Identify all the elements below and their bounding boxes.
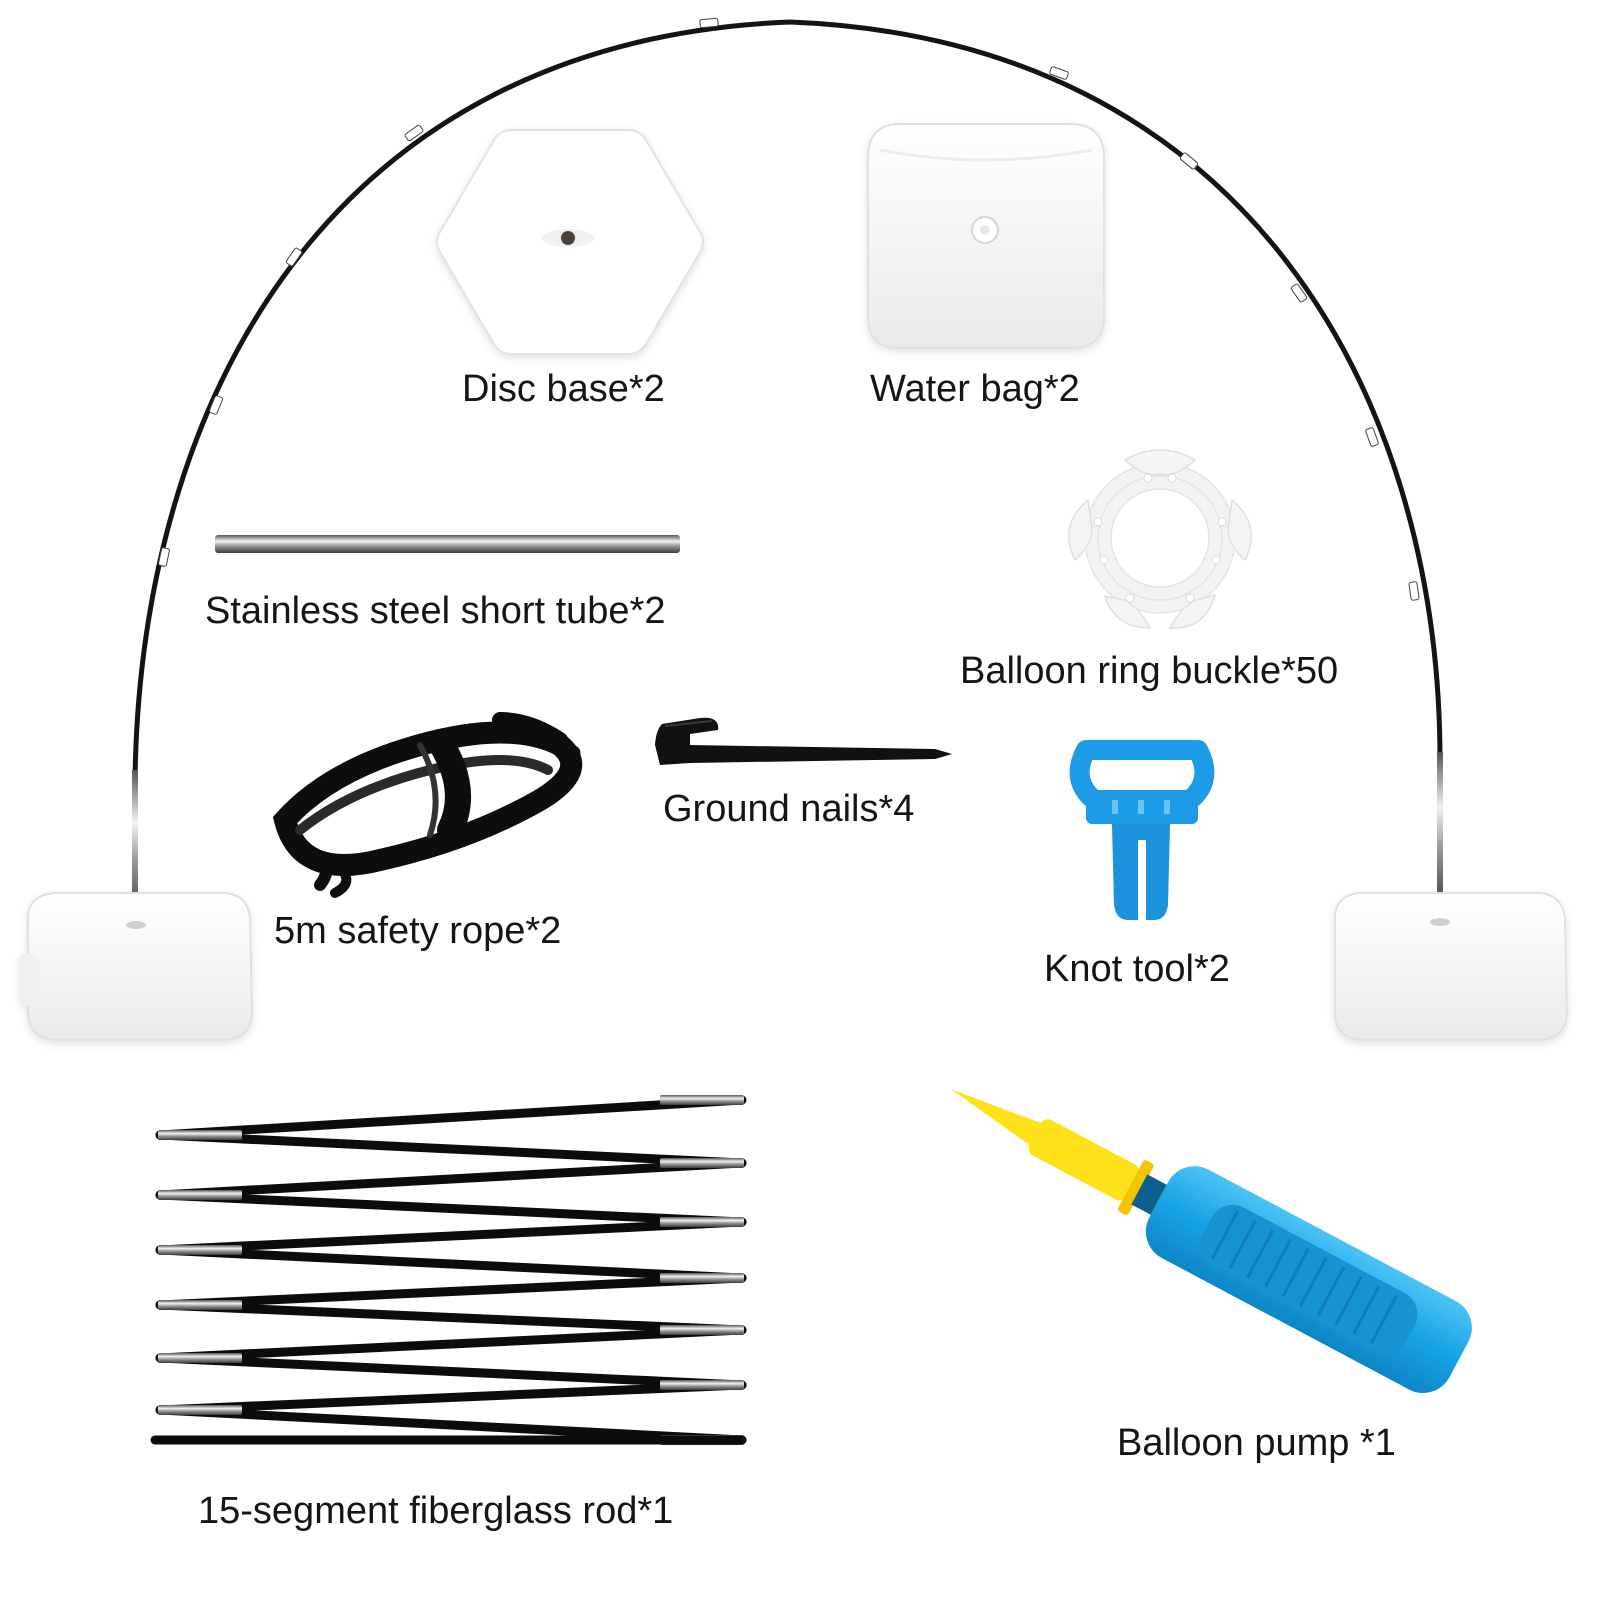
hand-pump-icon xyxy=(951,1089,1472,1393)
ring-buckle-label: Balloon ring buckle*50 xyxy=(960,650,1339,692)
rod-segment xyxy=(155,1158,747,1200)
steel-tube-label: Stainless steel short tube*2 xyxy=(205,590,666,632)
balloon-arch-frame-icon xyxy=(20,17,1569,1041)
fiberglass-rod-label: 15-segment fiberglass rod*1 xyxy=(198,1490,674,1532)
rod-segment xyxy=(155,1190,747,1227)
knot-tool-icon xyxy=(1069,740,1215,920)
rod-ferrule xyxy=(158,1300,242,1310)
rod-ferrule xyxy=(158,1405,242,1415)
rod-segment xyxy=(155,1405,747,1445)
rod-segment xyxy=(155,1353,747,1390)
rod-segment xyxy=(155,1217,747,1255)
rod-segment xyxy=(155,1380,747,1415)
rod-ferrule xyxy=(660,1325,744,1335)
fiberglass-rod-bundle-icon xyxy=(150,1095,747,1445)
disc-base-label: Disc base*2 xyxy=(462,368,665,410)
rod-ferrule xyxy=(660,1273,744,1283)
water-bag-icon xyxy=(867,123,1105,349)
knot-tool-label: Knot tool*2 xyxy=(1044,948,1230,990)
rod-segment xyxy=(155,1130,747,1168)
water-bag-label: Water bag*2 xyxy=(870,368,1080,410)
rod-segment xyxy=(155,1245,747,1283)
rod-ferrule xyxy=(158,1245,242,1255)
rod-segment xyxy=(155,1273,747,1310)
ground-nails-label: Ground nails*4 xyxy=(663,788,915,830)
rod-ferrule xyxy=(158,1353,242,1363)
ground-nail-icon xyxy=(655,717,952,765)
rod-ferrule xyxy=(660,1095,744,1105)
hexagon-base-icon xyxy=(436,129,704,355)
safety-rope-label: 5m safety rope*2 xyxy=(274,910,562,952)
rod-segment xyxy=(155,1095,747,1140)
rod-segment xyxy=(155,1325,747,1363)
coiled-rope-icon xyxy=(272,712,583,898)
rod-ferrule xyxy=(660,1380,744,1390)
rod-ferrule xyxy=(660,1217,744,1227)
rod-ferrule xyxy=(158,1190,242,1200)
ring-buckle-icon xyxy=(1068,449,1252,629)
steel-tube-icon xyxy=(215,535,680,553)
rod-segment xyxy=(155,1300,747,1335)
rod-ferrule xyxy=(660,1158,744,1168)
rod-ferrule xyxy=(158,1130,242,1140)
balloon-pump-label: Balloon pump *1 xyxy=(1117,1422,1396,1464)
